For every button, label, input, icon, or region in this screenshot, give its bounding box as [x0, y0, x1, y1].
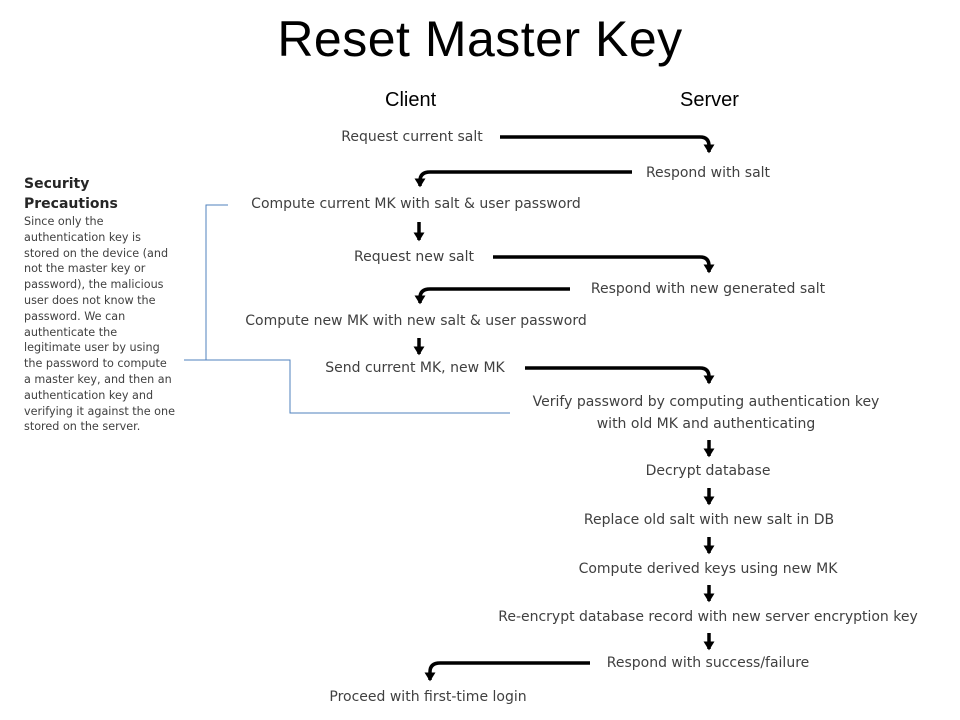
- step-compute-derived-keys: Compute derived keys using new MK: [578, 561, 838, 577]
- step-replace-salt: Replace old salt with new salt in DB: [583, 512, 835, 528]
- server-column-heading: Server: [680, 89, 739, 111]
- arrow-send-mks: [525, 366, 715, 385]
- step-send-mks: Send current MK, new MK: [325, 360, 505, 376]
- step-verify-password-line2: with old MK and authenticating: [596, 416, 816, 432]
- arrow-request-new-salt: [493, 255, 715, 274]
- arrow-respond-to-proceed: [424, 661, 590, 682]
- step-request-new-salt: Request new salt: [354, 249, 474, 265]
- arrow-respond-new-salt: [414, 287, 570, 305]
- step-compute-new-mk: Compute new MK with new salt & user pass…: [245, 313, 587, 329]
- arrow-request-current-salt: [500, 135, 715, 154]
- security-precautions-body: Since only the authentication key is sto…: [24, 215, 175, 434]
- security-precautions-heading: Security Precautions: [24, 176, 118, 212]
- arrow-respond-salt: [414, 170, 632, 188]
- step-respond-new-salt: Respond with new generated salt: [590, 281, 826, 297]
- page-title: Reset Master Key: [277, 11, 683, 67]
- step-respond-success: Respond with success/failure: [606, 655, 810, 671]
- client-column-heading: Client: [385, 89, 437, 111]
- security-bracket: [205, 204, 228, 360]
- security-precautions-note: Security Precautions Since only the auth…: [24, 174, 176, 435]
- security-bracket-link: [184, 359, 510, 414]
- step-compute-current-mk: Compute current MK with salt & user pass…: [251, 196, 581, 212]
- step-verify-password-line1: Verify password by computing authenticat…: [532, 394, 880, 410]
- step-reencrypt-record: Re-encrypt database record with new serv…: [498, 609, 918, 625]
- step-proceed-login: Proceed with first-time login: [329, 689, 527, 705]
- step-request-current-salt: Request current salt: [341, 129, 483, 145]
- step-respond-with-salt: Respond with salt: [645, 165, 771, 181]
- step-decrypt-database: Decrypt database: [645, 463, 771, 479]
